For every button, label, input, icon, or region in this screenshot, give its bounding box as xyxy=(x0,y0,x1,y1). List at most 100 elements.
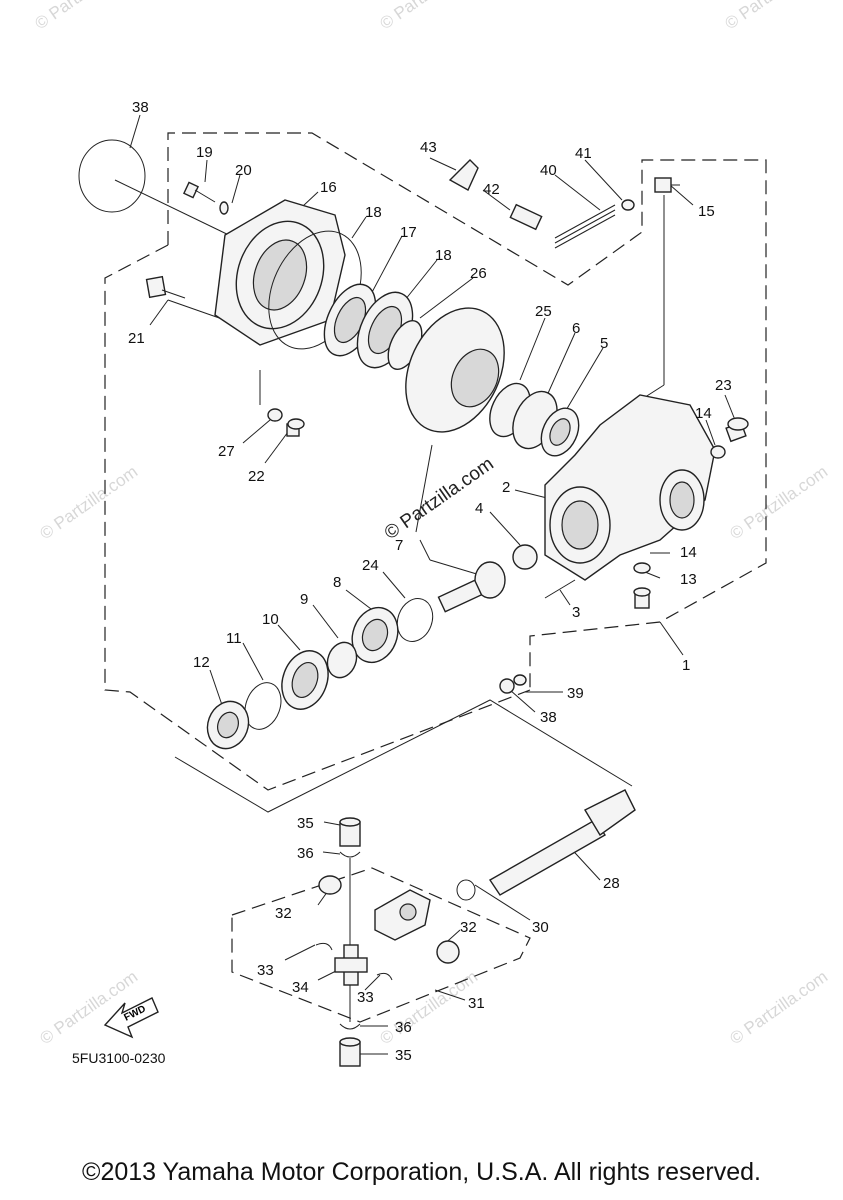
o-ring-37 xyxy=(78,139,146,213)
bolt-20 xyxy=(183,181,216,203)
plug-24 xyxy=(725,417,749,443)
o-ring-11 xyxy=(244,682,282,730)
bearing-retainer-10 xyxy=(281,650,329,710)
drive-pinion-gear-7 xyxy=(437,561,506,613)
watermark: © Partzilla.com xyxy=(36,967,141,1048)
callout-8: 8 xyxy=(333,574,341,591)
bolt-22 xyxy=(145,275,186,299)
callout-42: 42 xyxy=(483,181,500,198)
callout-34: 34 xyxy=(292,979,309,996)
callout-2: 2 xyxy=(502,479,510,496)
callout-6: 6 xyxy=(572,320,580,337)
copyright-notice: ©2013 Yamaha Motor Corporation, U.S.A. A… xyxy=(82,1158,761,1186)
drive-shaft-29 xyxy=(489,789,636,896)
callout-24: 23 xyxy=(715,377,732,394)
watermark: © Partzilla.com xyxy=(726,967,831,1048)
washer-39 xyxy=(513,674,527,686)
breather-joint-15 xyxy=(654,177,680,193)
clip-41 xyxy=(621,199,635,211)
ring-gear xyxy=(405,307,505,433)
callout-12: 12 xyxy=(193,654,210,671)
plug-13 xyxy=(633,587,651,609)
callout-31: 31 xyxy=(468,995,485,1012)
callout-13: 13 xyxy=(680,571,697,588)
callout-20: 19 xyxy=(196,144,213,161)
callout-9: 9 xyxy=(300,591,308,608)
gasket-14-lower xyxy=(633,562,651,574)
callout-35-lower: 35 xyxy=(395,1047,412,1064)
callout-numbers: 38 19 20 16 18 17 18 18 26 43 42 40 41 1… xyxy=(72,99,732,1066)
callout-40: 40 xyxy=(540,162,557,179)
callout-3: 3 xyxy=(572,604,580,621)
center-watermark: © Partzilla.com xyxy=(381,453,498,544)
nut-38 xyxy=(499,678,515,694)
callout-22: 21 xyxy=(128,330,145,347)
oil-seal-12 xyxy=(206,700,250,750)
callout-28: 27 xyxy=(218,443,235,460)
watermarks: © Partzilla.com © Partzilla.com © Partzi… xyxy=(31,0,831,1048)
circlip-36-upper xyxy=(339,851,361,858)
bearing-32-left xyxy=(318,875,342,895)
holder-43 xyxy=(448,159,479,191)
callout-32-left: 32 xyxy=(275,905,292,922)
circlip-36-lower xyxy=(339,1023,361,1030)
gasket-28 xyxy=(267,408,283,422)
stud-bolt-3 xyxy=(544,579,576,599)
callout-43: 43 xyxy=(420,139,437,156)
callout-21: 20 xyxy=(235,162,252,179)
universal-joint-31 xyxy=(374,889,431,941)
callout-33-right: 33 xyxy=(357,989,374,1006)
watermark: © Partzilla.com xyxy=(721,0,826,33)
breather-hose-40 xyxy=(554,209,616,244)
leader-lines xyxy=(114,114,736,1055)
callout-37: 38 xyxy=(132,99,149,116)
shim-25 xyxy=(396,598,434,642)
callout-19: 18 xyxy=(365,204,382,221)
watermark: © Partzilla.com xyxy=(376,0,481,33)
callout-29: 28 xyxy=(603,875,620,892)
callout-30: 30 xyxy=(532,919,549,936)
callout-36-upper: 36 xyxy=(297,845,314,862)
callout-32-right: 32 xyxy=(460,919,477,936)
parts xyxy=(78,139,749,1067)
clamp-42 xyxy=(509,203,543,231)
callout-38: 38 xyxy=(540,709,557,726)
callout-4: 4 xyxy=(475,500,483,517)
circlip-30 xyxy=(456,879,476,901)
bearing-32-right xyxy=(436,940,460,964)
callout-18: 18 xyxy=(435,247,452,264)
collar-9 xyxy=(326,641,358,679)
bearing-35-lower xyxy=(339,1037,361,1067)
watermark: © Partzilla.com xyxy=(726,462,831,543)
gasket-14-upper xyxy=(710,445,726,459)
callout-26: 25 xyxy=(535,303,552,320)
bearing-8 xyxy=(351,606,399,664)
callout-1: 1 xyxy=(682,657,690,674)
callout-5: 5 xyxy=(600,335,608,352)
callout-7: 7 xyxy=(395,537,403,554)
fwd-arrow-icon: FWD xyxy=(103,997,159,1039)
callout-39: 39 xyxy=(567,685,584,702)
callout-10: 10 xyxy=(262,611,279,628)
callout-25: 24 xyxy=(362,557,379,574)
callout-35-upper: 35 xyxy=(297,815,314,832)
callout-36-lower: 36 xyxy=(395,1019,412,1036)
callout-27: 26 xyxy=(470,265,487,282)
watermark: © Partzilla.com xyxy=(31,0,136,33)
spider-34 xyxy=(334,944,368,986)
callout-17: 17 xyxy=(400,224,417,241)
assembly-outlines xyxy=(104,132,767,1023)
circlip-33-left xyxy=(315,942,333,951)
callout-41: 41 xyxy=(575,145,592,162)
callout-15: 15 xyxy=(698,203,715,220)
callout-33-left: 33 xyxy=(257,962,274,979)
bearing-4 xyxy=(512,544,538,570)
callout-14-upper: 14 xyxy=(695,405,712,422)
bearing-35-upper xyxy=(339,817,361,847)
callout-14-lower: 14 xyxy=(680,544,697,561)
callout-23: 22 xyxy=(248,468,265,485)
circlip-33-right xyxy=(376,972,393,981)
callout-16: 16 xyxy=(320,179,337,196)
gear-case-housing-2 xyxy=(544,394,716,581)
